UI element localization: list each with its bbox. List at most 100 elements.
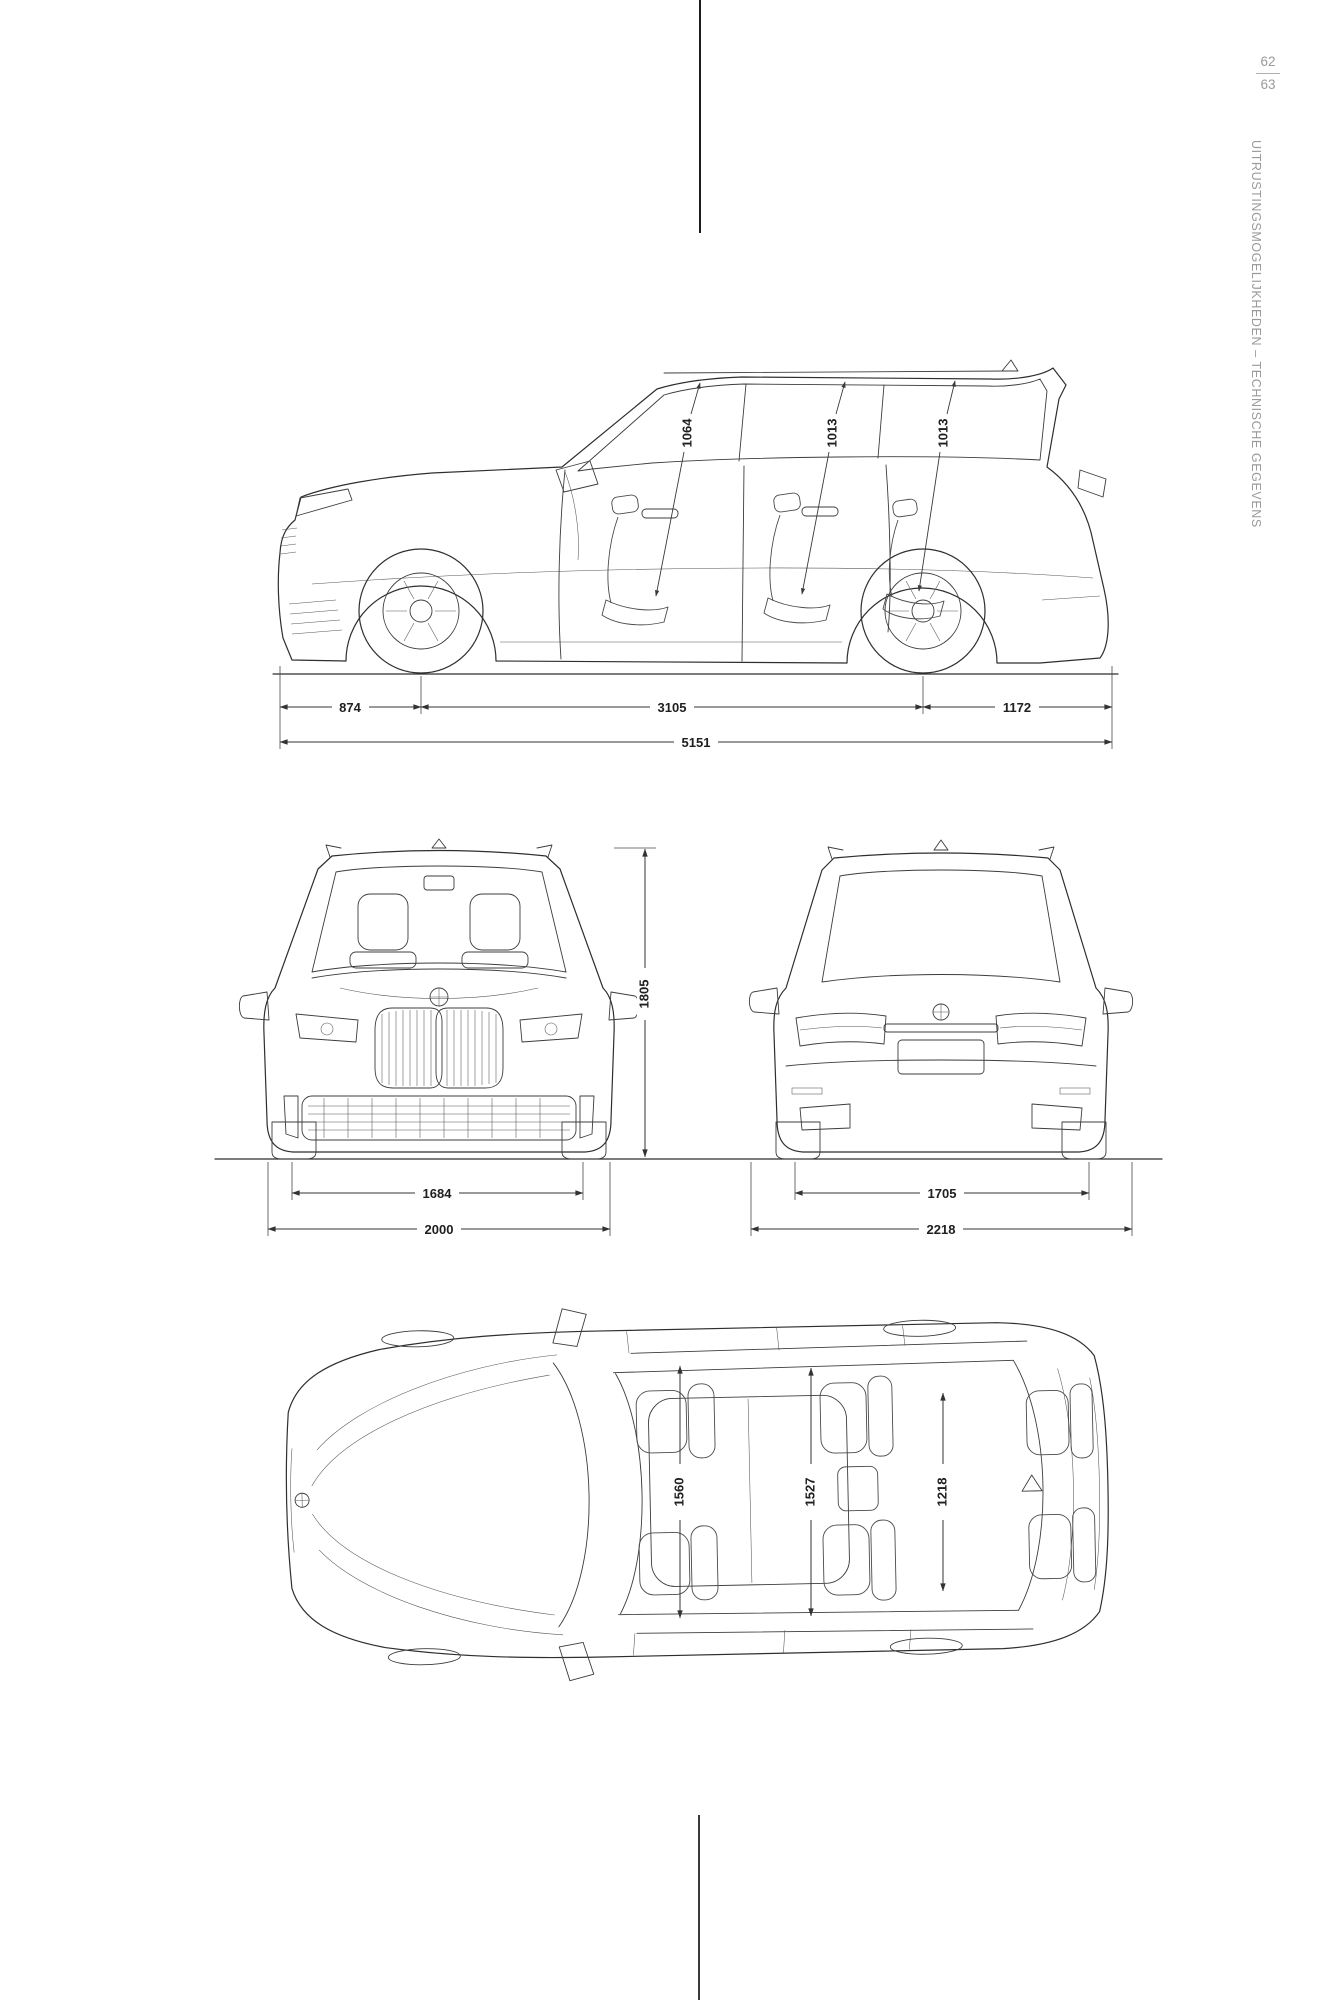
roof-rail-left [325, 844, 342, 858]
sunroof-crossbar [747, 1398, 753, 1583]
windshield-rear-edge [615, 1373, 643, 1615]
top-silhouette [285, 1322, 1109, 1659]
seat-row-1 [601, 494, 669, 626]
front-bumper-line-top [290, 1448, 295, 1553]
rear-silhouette [773, 852, 1109, 1153]
rear-track-label: 1705 [928, 1186, 957, 1201]
headroom-front-label: 1064 [679, 418, 694, 448]
overall-width-label: 2218 [927, 1222, 956, 1237]
seats-top-row1 [635, 1383, 719, 1601]
hatch-edge [1057, 1368, 1074, 1601]
chapter-title-vertical: UITRUSTINGSMOGELIJKHEDEN – TECHNISCHE GE… [1249, 140, 1263, 528]
wheelbase-label: 3105 [658, 700, 687, 715]
front-door-cut [558, 469, 566, 660]
rear-tire-left [775, 1121, 821, 1160]
page-number-right: 63 [1260, 77, 1276, 93]
windshield [311, 865, 567, 973]
seats-top-row2 [819, 1375, 897, 1601]
interior-width-rear-label: 1218 [934, 1478, 949, 1507]
antenna-fin-rear [933, 839, 949, 851]
seat-row-2 [763, 492, 831, 624]
license-plate-recess [897, 1039, 985, 1075]
antenna-fin-top [1021, 1474, 1043, 1492]
car-front-body [238, 838, 640, 1160]
overall-height-label: 1805 [636, 980, 651, 1009]
seat-row-3 [882, 498, 945, 620]
mirror-left [238, 991, 270, 1021]
page-number-divider [1256, 72, 1280, 75]
side-view: 1064 1013 1013 874 3105 [272, 359, 1119, 750]
front-overhang-label: 874 [339, 700, 361, 715]
kidney-grille [374, 1007, 504, 1089]
door-handle-front [641, 508, 679, 519]
front-view: 1805 1684 2000 [214, 838, 1163, 1237]
glasshouse [577, 378, 1048, 472]
body-crease [311, 567, 1094, 585]
car-side-body [277, 359, 1109, 664]
front-tire-right [561, 1121, 607, 1160]
bumper-crease-rear [785, 1059, 1097, 1067]
headroom-rear-label: 1013 [935, 419, 950, 448]
side-dimensions: 874 3105 1172 5151 [279, 666, 1113, 750]
car-top-body [285, 1308, 1109, 1682]
front-silhouette [263, 849, 615, 1153]
rear-dimensions: 1705 2218 [750, 1162, 1133, 1237]
rear-wheel-spokes [888, 580, 958, 642]
page-number-left: 62 [1260, 54, 1276, 69]
rear-mirror-right [1102, 987, 1134, 1015]
front-wheel [358, 548, 484, 674]
front-dimensions: 1805 1684 2000 [267, 847, 656, 1237]
side-mirror [555, 460, 599, 493]
rear-overhang-label: 1172 [1003, 700, 1031, 715]
top-view: 1560 1527 1218 [285, 1308, 1109, 1682]
door-seams-top [626, 1325, 912, 1656]
windshield-front-edge [552, 1362, 590, 1628]
rear-window-top [1012, 1359, 1044, 1611]
lower-bumper-front [283, 1095, 595, 1141]
bmw-roundel-rear [932, 1003, 950, 1021]
mid-door-cut [741, 465, 745, 662]
hood-creases-top [311, 1354, 563, 1636]
interior-width-front-label: 1560 [671, 1478, 686, 1507]
roof-rail [663, 370, 1009, 374]
front-wheel-spokes [386, 580, 456, 642]
rear-roof-rail-left [827, 846, 844, 860]
rearview-mirror [423, 875, 455, 891]
front-track-label: 1684 [423, 1186, 453, 1201]
rear-wheel [860, 548, 986, 674]
top-mirror-right [558, 1641, 595, 1682]
rear-bumper-crease [1041, 595, 1101, 601]
c-pillar [877, 384, 885, 459]
rear-view: 1705 2218 [748, 839, 1134, 1237]
grille-slats [381, 1010, 497, 1086]
dashboard [564, 471, 579, 561]
taillights [795, 1012, 1087, 1047]
rear-lower-bumper [791, 1087, 1091, 1131]
antenna-fin-front [431, 838, 447, 849]
bottom-center-rule [698, 1815, 700, 2000]
grille-slats-side [280, 527, 298, 555]
top-mirror-left [552, 1308, 587, 1347]
front-tire-left [271, 1121, 317, 1160]
top-center-rule [699, 0, 701, 233]
rear-tire-right [1061, 1121, 1107, 1160]
antenna-fin-side [1001, 359, 1019, 372]
rear-mirror-left [748, 987, 780, 1015]
roof-rail-right [536, 844, 553, 858]
b-pillar [738, 383, 747, 462]
rear-window [821, 869, 1061, 983]
side-silhouette [277, 367, 1109, 664]
spoiler-edge [1089, 1377, 1100, 1590]
taillight-side [1077, 469, 1107, 498]
front-headrests [349, 893, 529, 969]
door-handle-rear [801, 506, 839, 517]
headroom-callouts: 1064 1013 1013 [654, 380, 956, 597]
lower-intake-side [288, 599, 343, 635]
rear-roof-rail-right [1038, 846, 1055, 860]
body-width-label: 2000 [425, 1222, 454, 1237]
seats-top-row3 [1025, 1383, 1097, 1583]
bmw-roundel-top [294, 1492, 310, 1508]
interior-width-middle-label: 1527 [802, 1478, 817, 1507]
